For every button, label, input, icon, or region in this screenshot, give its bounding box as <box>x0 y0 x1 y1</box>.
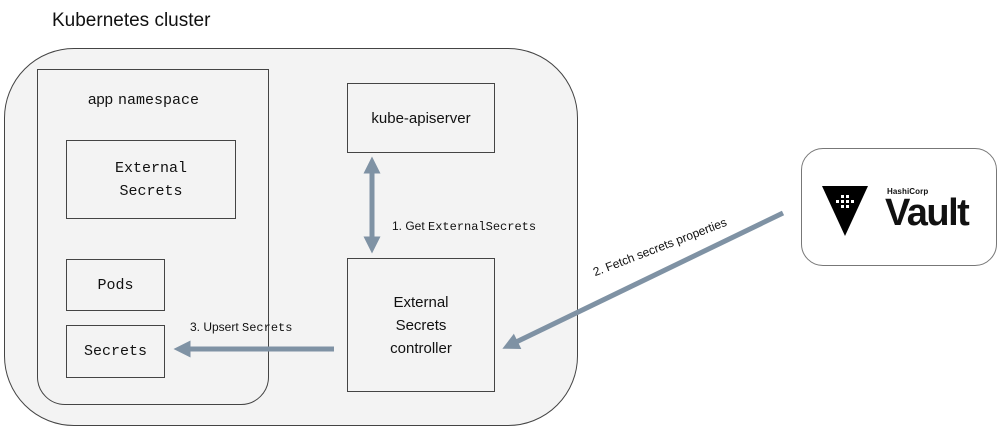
fetch-secrets-arrow <box>502 210 785 349</box>
get-externalsecrets-label: 1. Get ExternalSecrets <box>392 219 536 234</box>
upsert-label-prefix: 3. Upsert <box>190 320 243 334</box>
upsert-label-mono: Secrets <box>242 321 293 335</box>
get-label-prefix: 1. Get <box>392 219 429 233</box>
external-secrets-controller-node[interactable]: External Secrets controller <box>347 258 495 392</box>
secrets-label: Secrets <box>83 343 147 360</box>
kube-apiserver-node[interactable]: kube-apiserver <box>347 83 495 153</box>
external-secrets-line2: Secrets <box>119 182 183 200</box>
cluster-title: Kubernetes cluster <box>52 10 211 31</box>
controller-line1: External <box>393 293 449 311</box>
namespace-title-mono: namespace <box>118 92 200 109</box>
upsert-secrets-label: 3. Upsert Secrets <box>190 320 292 335</box>
pods-label: Pods <box>97 276 134 294</box>
vault-triangle-icon <box>822 186 868 236</box>
vault-company-label: HashiCorp <box>887 187 929 196</box>
external-secrets-node[interactable]: External Secrets <box>66 140 236 219</box>
secrets-node[interactable]: Secrets <box>66 325 165 378</box>
external-secrets-line1: External <box>114 159 187 177</box>
pods-node[interactable]: Pods <box>66 259 165 311</box>
namespace-title-prefix: app <box>88 91 114 108</box>
kube-apiserver-label: kube-apiserver <box>371 109 471 127</box>
controller-line2: Secrets <box>395 316 447 334</box>
vault-product-label: Vault <box>885 192 970 234</box>
get-label-mono: ExternalSecrets <box>428 220 537 234</box>
controller-line3: controller <box>390 339 452 357</box>
